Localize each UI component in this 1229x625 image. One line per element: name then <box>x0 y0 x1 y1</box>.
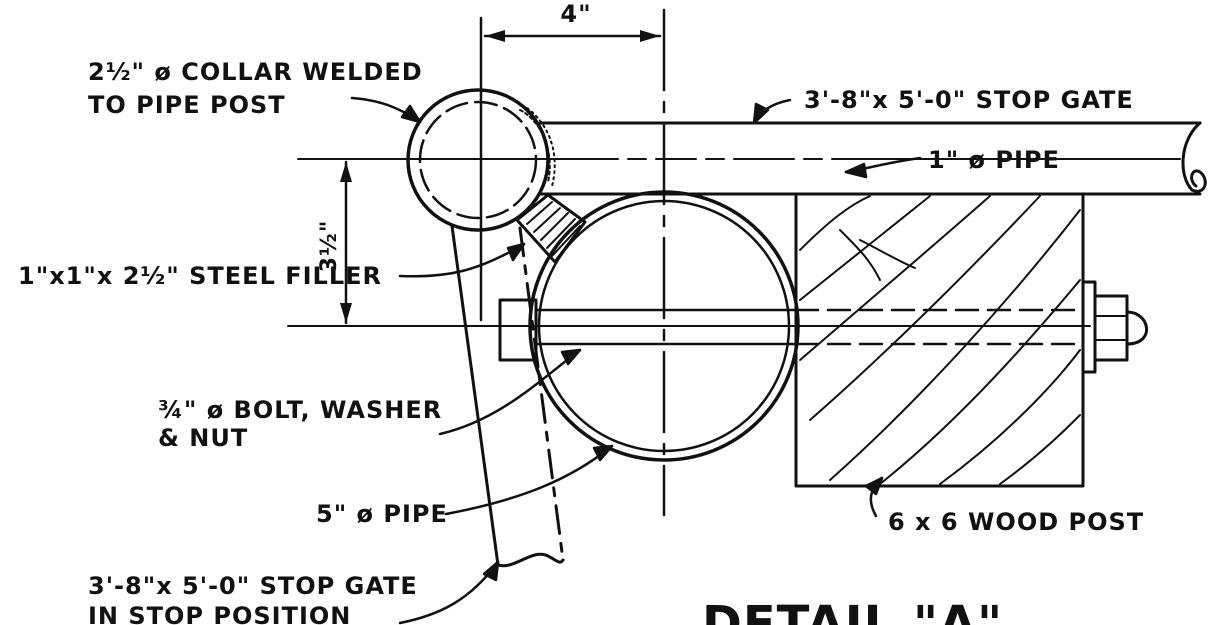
collar-2-5in <box>406 88 556 232</box>
collar-outer <box>406 88 550 232</box>
bolt-head <box>498 298 538 362</box>
arrowhead-bolt <box>560 348 582 366</box>
dimension-4in: 4" <box>479 0 666 517</box>
pipe-5in-inner <box>537 199 791 453</box>
dimension-3-5in: 3½" <box>287 158 1181 327</box>
steel-filler <box>515 193 587 264</box>
label-collar-line2: TO PIPE POST <box>88 91 286 119</box>
filler-hatch <box>533 207 561 233</box>
gate-pipe-break-end <box>1181 121 1207 193</box>
collar-weld-bead-2 <box>526 107 556 187</box>
arrowhead-right <box>640 30 660 42</box>
dimension-4in-text: 4" <box>560 0 591 28</box>
grain-line <box>999 414 1081 485</box>
arrowhead-1in-pipe <box>844 162 868 179</box>
stop-gate-left-edge <box>450 224 500 567</box>
label-stop-gate-bottom-line1: 3'-8"x 5'-0" STOP GATE <box>88 572 418 600</box>
stop-gate-right-edge <box>518 226 565 562</box>
grain-knot <box>839 229 881 281</box>
filler-hatch <box>526 201 553 225</box>
filler-hatch <box>551 225 581 257</box>
arrowhead-stop-gate-top <box>752 102 770 125</box>
wood-grain <box>799 195 1081 485</box>
grain-line <box>799 195 871 251</box>
label-1in-pipe: 1" ø PIPE <box>928 146 1060 174</box>
bolt-end <box>1125 310 1148 346</box>
arrowhead-5in-pipe <box>592 444 614 462</box>
collar-inner-hidden <box>418 100 538 220</box>
leader-5in-pipe <box>444 444 614 516</box>
detail-title: DETAIL "A" <box>702 596 1003 625</box>
label-bolt-line2: & NUT <box>158 424 248 452</box>
label-stop-gate-top: 3'-8"x 5'-0" STOP GATE <box>804 86 1134 114</box>
filler-hatch <box>546 218 576 249</box>
grain-line <box>829 209 1081 481</box>
grain-line <box>799 195 931 301</box>
wood-post <box>794 192 1085 488</box>
stop-gate-break-end <box>496 552 565 568</box>
steel-filler-outline <box>515 193 587 264</box>
filler-hatch <box>540 212 569 241</box>
label-steel-filler: 1"x1"x 2½" STEEL FILLER <box>18 262 382 290</box>
leaders <box>350 96 922 625</box>
label-wood-post: 6 x 6 WOOD POST <box>888 508 1144 536</box>
label-stop-gate-bottom-line2: IN STOP POSITION <box>88 602 351 625</box>
arrowhead-stop-gate-bottom <box>482 560 500 582</box>
label-5in-pipe: 5" ø PIPE <box>316 500 448 528</box>
collar-weld-bead <box>519 109 551 183</box>
wood-post-outline <box>794 192 1085 488</box>
leader-steel-filler <box>398 242 526 278</box>
grain-knot <box>859 239 916 269</box>
arrowhead-wood-post <box>864 476 884 496</box>
arrowhead-top <box>340 162 352 182</box>
label-collar-line1: 2½" ø COLLAR WELDED <box>88 58 423 86</box>
dimension-3-5in-text: 3½" <box>317 220 342 273</box>
stop-gate-stop-position <box>450 224 565 568</box>
arrowhead-left <box>485 30 505 42</box>
label-bolt-line1: ¾" ø BOLT, WASHER <box>158 396 442 424</box>
arrowhead-collar <box>400 104 422 124</box>
grain-line <box>939 349 1081 485</box>
nut <box>1093 294 1129 362</box>
grain-line <box>809 195 1041 421</box>
pipe-5in-outer <box>528 190 800 462</box>
grain-line <box>879 279 1081 485</box>
pipe-5in <box>528 190 800 462</box>
arrowhead-bottom <box>340 303 352 323</box>
grain-line <box>799 195 991 361</box>
arrowhead-steel-filler <box>506 242 526 262</box>
bolt-assembly <box>498 280 1148 374</box>
